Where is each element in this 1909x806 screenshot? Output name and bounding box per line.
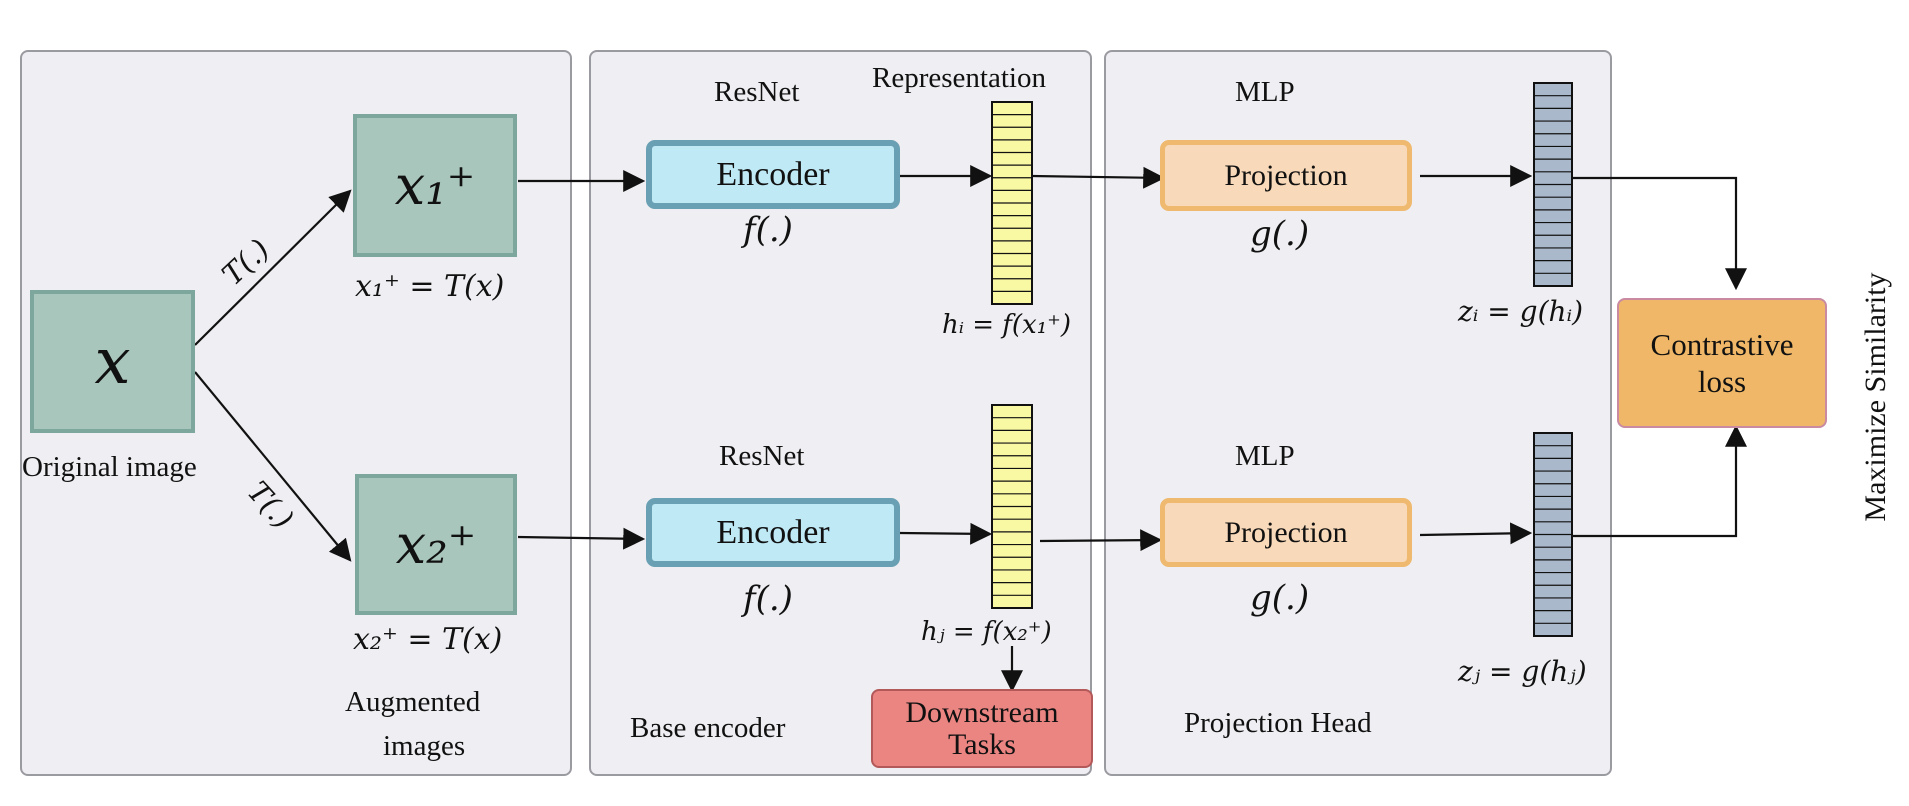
transform-bottom-label: T(.) (240, 474, 301, 536)
representation-hi-equation: hᵢ = f(x₁⁺) (942, 310, 1072, 340)
encoder-bottom-box: Encoder (646, 498, 900, 567)
contrastive-loss-label-line2: loss (1697, 364, 1747, 399)
arrow-x-to-x2 (194, 371, 352, 562)
arrow-x2-to-encoder (517, 527, 646, 550)
downstream-tasks-box: Downstream Tasks (871, 689, 1093, 768)
augmented-image-x2-equation: x₂⁺ = T(x) (353, 622, 503, 657)
encoder-top-box: Encoder (646, 140, 900, 209)
transform-top-label: T(.) (215, 232, 276, 292)
representation-vector-hj (991, 404, 1033, 609)
representation-label: Representation (872, 62, 1046, 94)
projection-vector-zj (1533, 432, 1573, 637)
mlp-top-label: MLP (1235, 76, 1295, 108)
mlp-bottom-label: MLP (1235, 440, 1295, 472)
projection-top-box: Projection (1160, 140, 1412, 211)
projection-vector-zi (1533, 82, 1573, 287)
arrow-zj-to-loss (1572, 424, 1747, 538)
arrow-hi-to-projection (1031, 166, 1166, 189)
augmented-images-caption-line2: images (383, 730, 466, 762)
augmented-images-caption-line1: Augmented (345, 686, 481, 718)
encoder-top-function: f(.) (743, 210, 793, 250)
resnet-top-label: ResNet (714, 76, 800, 108)
augmented-image-x1-equation: x₁⁺ = T(x) (355, 269, 505, 304)
augmented-image-x2-box: x₂⁺ (355, 474, 517, 615)
downstream-tasks-label-line1: Downstream (905, 696, 1059, 729)
contrastive-loss-box: Contrastive loss (1617, 298, 1827, 428)
arrow-zi-to-loss (1572, 176, 1747, 291)
projection-bottom-function: g(.) (1250, 578, 1310, 618)
projection-bottom-box: Projection (1160, 498, 1412, 567)
arrow-projection-to-zj (1419, 522, 1533, 545)
projection-zi-equation: zᵢ = g(hᵢ) (1458, 295, 1584, 328)
augmented-image-x1-symbol: x₁⁺ (394, 154, 476, 217)
projection-top-label: Projection (1224, 158, 1348, 192)
maximize-similarity-label: Maximize Similarity (1859, 272, 1892, 522)
projection-head-caption: Projection Head (1184, 707, 1372, 739)
original-image-box: x (30, 290, 195, 433)
original-image-symbol: x (94, 324, 131, 399)
base-encoder-caption: Base encoder (630, 712, 786, 744)
encoder-top-label: Encoder (716, 155, 830, 193)
original-image-label: Original image (22, 451, 197, 483)
representation-vector-hi (991, 101, 1033, 305)
contrastive-loss-label-line1: Contrastive (1650, 326, 1794, 362)
encoder-bottom-label: Encoder (716, 513, 830, 551)
downstream-tasks-label-line2: Tasks (948, 727, 1016, 761)
augmented-image-x1-box: x₁⁺ (353, 114, 517, 257)
projection-top-function: g(.) (1250, 214, 1310, 254)
representation-hj-equation: hⱼ = f(x₂⁺) (921, 617, 1052, 647)
arrow-encoder-to-hj (899, 522, 993, 545)
augmented-image-x2-symbol: x₂⁺ (395, 513, 477, 576)
resnet-bottom-label: ResNet (719, 440, 805, 472)
encoder-bottom-function: f(.) (743, 579, 793, 619)
arrow-hj-to-projection (1039, 529, 1163, 552)
projection-bottom-label: Projection (1224, 515, 1348, 549)
arrow-x-to-x1 (194, 189, 352, 346)
projection-zj-equation: zⱼ = g(hⱼ) (1458, 655, 1587, 688)
